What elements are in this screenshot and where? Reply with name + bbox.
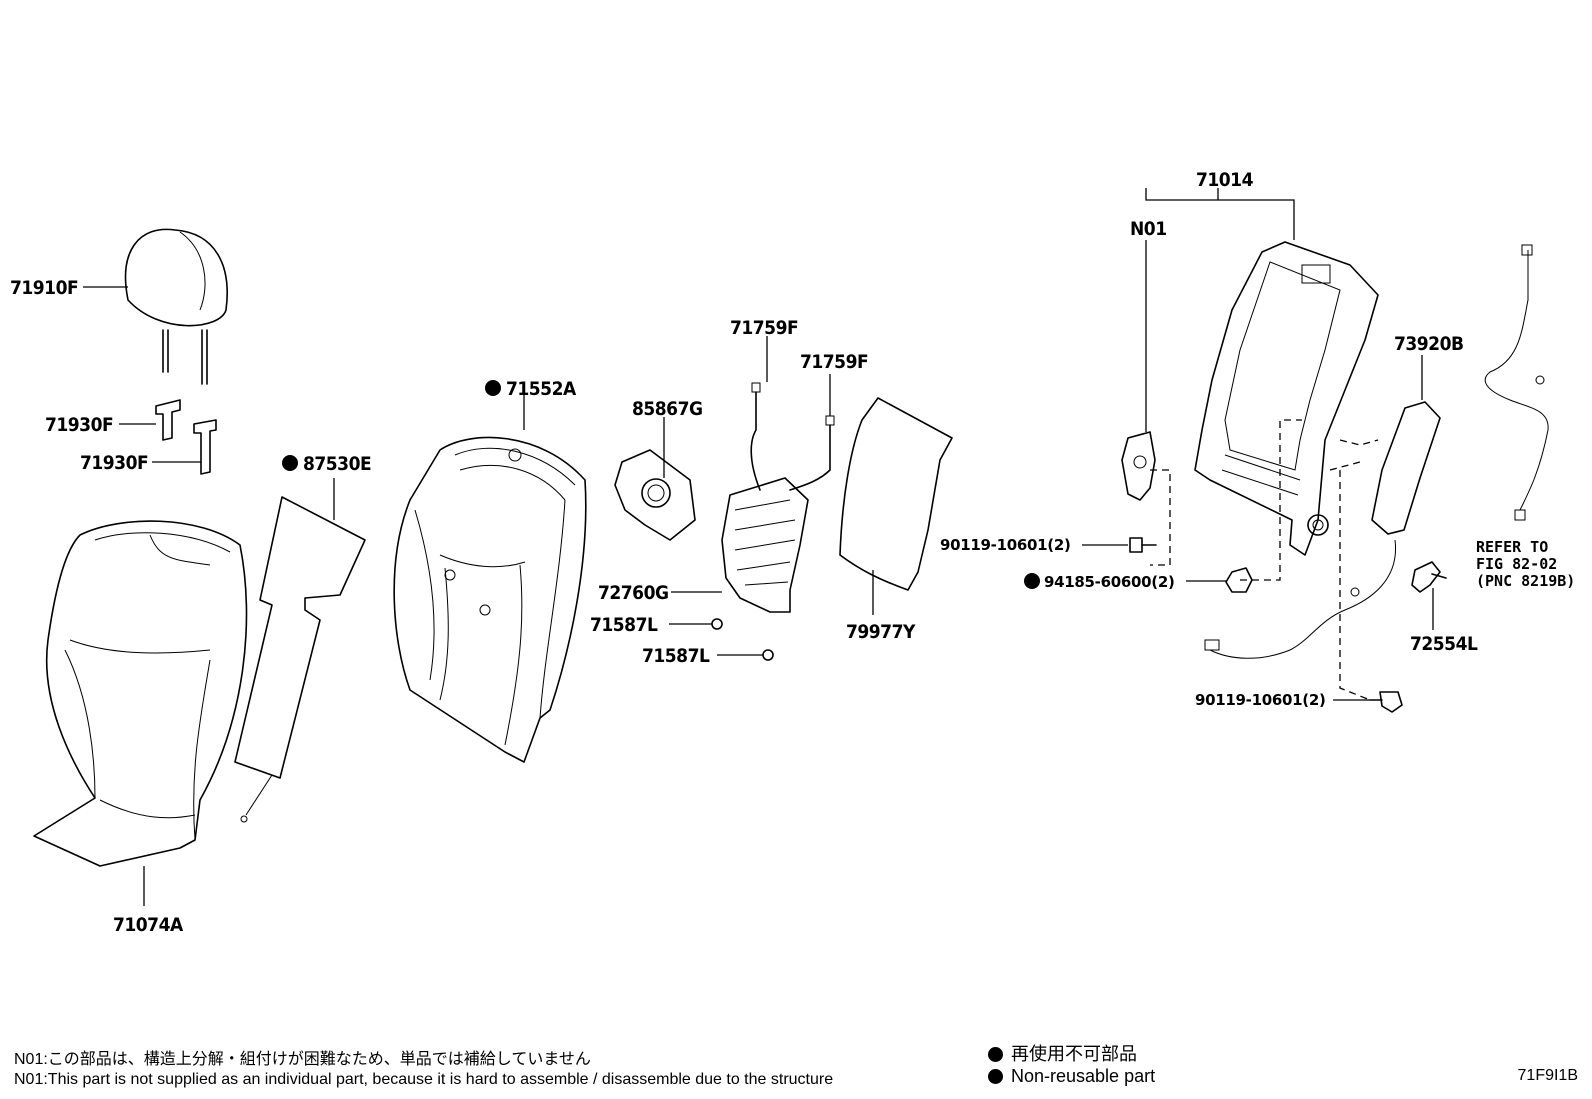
label-90119-10601-upper: 90119-10601(2) (940, 536, 1071, 554)
label-N01: N01 (1130, 218, 1167, 240)
label-71074A: 71074A (113, 914, 184, 936)
seatback-pad-drawing (393, 436, 587, 763)
seatback-frame-drawing (1121, 241, 1379, 556)
bullet-icon (988, 1047, 1003, 1062)
bolt-drawing (1129, 537, 1157, 553)
refer-line-1: REFER TO (1476, 538, 1548, 556)
legend-en-text: Non-reusable part (1011, 1066, 1156, 1086)
headrest-drawing (124, 228, 228, 385)
non-reusable-marker (1024, 573, 1040, 589)
label-87530E: 87530E (303, 453, 371, 475)
seat-heater-drawing (234, 496, 366, 823)
sensor-drawing (1411, 561, 1447, 593)
bullet-icon (988, 1069, 1003, 1084)
refer-line-2: FIG 82-02 (1476, 555, 1557, 573)
label-71930F-upper: 71930F (45, 414, 113, 436)
label-94185-60600: 94185-60600(2) (1044, 573, 1175, 591)
label-71930F-lower: 71930F (80, 452, 148, 474)
label-71587L-upper: 71587L (590, 614, 658, 636)
side-airbag-drawing (1204, 401, 1441, 659)
label-79977Y: 79977Y (846, 621, 916, 643)
wire-harness-drawing (1484, 244, 1549, 521)
legend-jp-text: 再使用不可部品 (1011, 1044, 1137, 1064)
label-71587L-lower: 71587L (642, 645, 710, 667)
label-71759F-right: 71759F (800, 351, 868, 373)
note-en: N01:This part is not supplied as an indi… (14, 1071, 834, 1088)
label-73920B: 73920B (1394, 333, 1464, 355)
seatback-cover-drawing (33, 520, 248, 867)
refer-line-3: (PNC 8219B) (1476, 572, 1575, 590)
legend-jp: 再使用不可部品 (988, 1040, 1137, 1066)
label-72554L: 72554L (1410, 633, 1478, 655)
non-reusable-marker (282, 455, 298, 471)
label-71552A: 71552A (506, 378, 577, 400)
label-71759F-left: 71759F (730, 317, 798, 339)
lumbar-motor-drawing (614, 449, 696, 541)
back-board-drawing (839, 397, 953, 591)
figure-id: 71F9I1B (1517, 1067, 1578, 1084)
note-jp: N01:この部品は、構造上分解・組付けが困難なため、単品では補給していません (14, 1051, 591, 1068)
non-reusable-marker (485, 380, 501, 396)
legend-en: Non-reusable part (988, 1066, 1155, 1087)
label-85867G: 85867G (632, 398, 703, 420)
label-90119-10601-lower: 90119-10601(2) (1195, 691, 1326, 709)
label-72760G: 72760G (598, 582, 669, 604)
bolt-drawing (1369, 691, 1403, 713)
nut-drawing (1225, 567, 1253, 593)
label-71014: 71014 (1196, 169, 1254, 191)
label-71910F: 71910F (10, 277, 78, 299)
clip-drawing (762, 649, 774, 661)
headrest-support-drawing (155, 399, 217, 475)
clip-drawing (711, 618, 723, 630)
lumbar-support-drawing (721, 382, 835, 613)
